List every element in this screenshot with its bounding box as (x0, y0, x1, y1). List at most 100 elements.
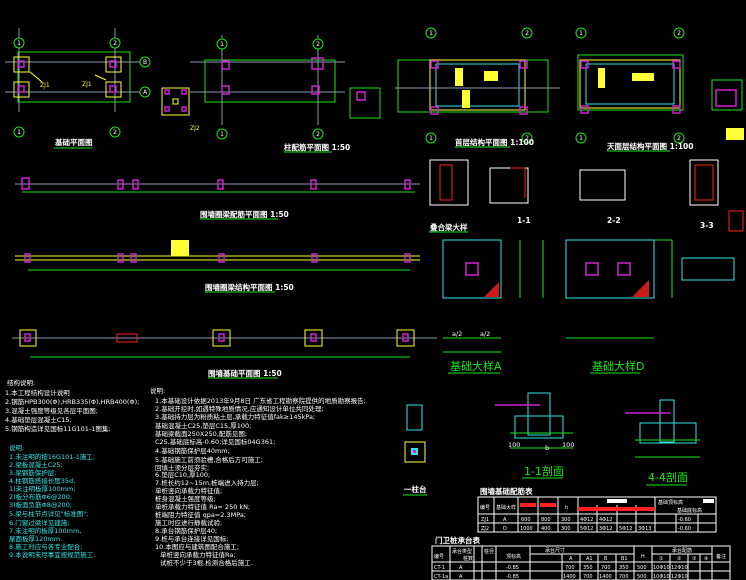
first-floor-plan: 1 2 1 2 首层结构平面图 1:100 (395, 27, 560, 148)
note-item: 6.门窗过梁详见建施; (9, 518, 69, 527)
axis-label: 2 (525, 135, 529, 142)
table-header: 基础底标高 (677, 507, 702, 514)
table-cell: 800 (541, 517, 551, 523)
note-item: 2)板分布筋Φ6@200; (9, 492, 72, 501)
table-header: ④ (704, 556, 709, 562)
note-item: 基础梁截面250X250,配筋见图; (155, 429, 247, 438)
table-cell: 700 (601, 565, 611, 571)
title-section-3: 3-3 (700, 221, 714, 230)
axis-label: 2 (525, 30, 529, 37)
axis-label: 1 (429, 135, 433, 142)
table-cell: 4Φ12 (599, 517, 612, 523)
axis-label: 1 (579, 30, 583, 37)
title-section-1: 1-1 (517, 216, 531, 225)
column-plan: 1 2 1 2 柱配筋平面图 1:50 (190, 35, 381, 153)
table-title: 围墙基础配筋表 (480, 486, 533, 496)
table-cell: 10Φ10 (653, 565, 670, 571)
table-cell: 1000 (520, 526, 533, 532)
table-cell: 350 (583, 565, 593, 571)
title-foundation-plan: 基础平面图 (54, 137, 93, 147)
table-header: ① (659, 556, 664, 562)
table-header: 桩数 (463, 555, 473, 562)
table-header: 承台类型 (452, 548, 472, 555)
tag-zj2: ZJ2 (190, 125, 200, 132)
notes-heading: 说明: (9, 443, 24, 452)
note-item: 8.施工时应与各专业配合; (9, 542, 82, 551)
dim-100: 100 (508, 441, 520, 449)
axis-label: 2 (316, 41, 320, 48)
table-title: 门卫桩承台表 (435, 535, 480, 545)
title-wall-beam-rebar-plan: 围墙圈梁配筋平面图 1:50 (200, 209, 289, 219)
note-item: 4.基础钢筋保护层40mm; (155, 446, 230, 455)
table-cell: CT-1a (434, 574, 448, 580)
table-cell: 4Φ12 (580, 517, 593, 523)
note-item: 1.本工程结构设计说明 (5, 388, 70, 397)
table-cell: 500 (637, 574, 647, 580)
title-first-floor-plan: 首层结构平面图 1:100 (455, 137, 534, 147)
dim-100: 100 (562, 441, 574, 449)
axis-label: 1 (220, 41, 224, 48)
note-item: 试桩不少于3根,检测合格后施工. (160, 558, 253, 567)
axis-label: 1 (220, 131, 224, 138)
table-cell: 400 (541, 526, 551, 532)
title-column-plan: 柱配筋平面图 1:50 (284, 142, 350, 152)
table-cell: 12Φ10 (671, 565, 688, 571)
table-header: 编号 (434, 553, 444, 560)
axis-label: 1 (17, 129, 21, 136)
table-header: A1 (586, 556, 593, 562)
note-item: 10.本图应与建筑图配合施工; (155, 542, 239, 551)
wall-beam-plan: 围墙圈梁配筋平面图 1:50 围墙圈梁结构平面图 1:50 (15, 209, 420, 293)
section-details: 叠合梁大样 1-1 2-2 3-3 (429, 159, 744, 233)
table-header: 基础顶标高 (658, 499, 683, 506)
notes-cyan: 说明: 1.未注明的按16G101-1施工; 2.梁板混凝土C25; 3.梁钢筋… (9, 443, 95, 559)
note-item: 单桩竖向承载力特征值Ra; (160, 550, 236, 559)
note-item: 8.承台钢筋保护层40; (155, 526, 217, 535)
dim-b: b (545, 444, 549, 452)
table-cell: A (459, 574, 463, 580)
note-item: 4.柱钢筋搭接长度35d; (9, 476, 75, 485)
note-item: 7.桩长约12~15m,桩端进入持力层; (155, 478, 259, 487)
foundation-plan: ZJ1 ZJ1 ZJ2 1 2 1 2 B A 基础平面图 (5, 28, 200, 149)
note-item: 9.桩与承台连接详见国标; (155, 534, 228, 543)
title-wall-beam-plan: 围墙圈梁结构平面图 1:50 (205, 282, 294, 292)
table-header: B (604, 556, 608, 562)
axis-label: 1 (579, 135, 583, 142)
note-item: 1.本基础设计依据2013年9月8日 广东省工程勘察院提供的地质勘察报告; (155, 396, 366, 405)
axis-label: A (143, 89, 148, 96)
table-header: h (565, 505, 568, 511)
axis-label: 2 (113, 129, 117, 136)
notes-left: 结构说明: 1.本工程结构设计说明 2.钢筋HPB300(Φ),HRB335(Φ… (5, 378, 139, 433)
note-item: 3.基础持力层为粉质粘土层,承载力特征值fak≥145kPa; (155, 412, 315, 421)
table-cell: CT-1 (434, 565, 445, 571)
title-wall-foundation-plan: 围墙基础平面图 1:50 (208, 368, 282, 378)
note-item: 6.垫层C10,厚100; (155, 470, 210, 479)
note-item: 屋面板厚120mm. (9, 534, 62, 543)
table-header: 承台配筋 (672, 547, 692, 554)
note-item: 2.梁板混凝土C25; (9, 460, 63, 469)
note-item: 9.本说明未尽事宜按规范施工. (9, 550, 95, 559)
note-item: 1.未注明的按16G101-1施工; (9, 452, 95, 461)
tag-zj1: ZJ1 (82, 81, 92, 88)
title-roof-plan: 天面层结构平面图 1:100 (607, 141, 693, 151)
table-cell: 5Φ12 (580, 526, 593, 532)
table-cell: -0.85 (506, 574, 519, 580)
dim-a-half: a/2 (480, 330, 490, 338)
table-cell: ZJ1 (481, 517, 489, 523)
table-header: 顶标高 (506, 553, 521, 560)
table-cell: 500 (637, 565, 647, 571)
note-item: 7.未注明的板厚100mm, (9, 526, 81, 535)
title-detail-d: 基础大样D (592, 359, 644, 373)
table-cell: 3Φ12 (599, 526, 612, 532)
note-item: 5.钢筋构造详见国标11G101-1图集; (5, 424, 111, 433)
table-cell: D (503, 526, 507, 532)
title-section-4-4: 4-4剖面 (648, 470, 688, 484)
title-section-1-1: 1-1剖面 (524, 464, 564, 478)
axis-label: 1 (17, 40, 21, 47)
note-item: 5.梁与柱节点详见"标准图"; (9, 509, 88, 518)
note-item: 单桩竖向承载力特征值; (155, 486, 222, 495)
table-header: 桩径 (484, 548, 494, 555)
table-cell: 300 (561, 526, 571, 532)
notes-heading: 说明: (150, 386, 165, 395)
axis-label: B (143, 59, 147, 66)
